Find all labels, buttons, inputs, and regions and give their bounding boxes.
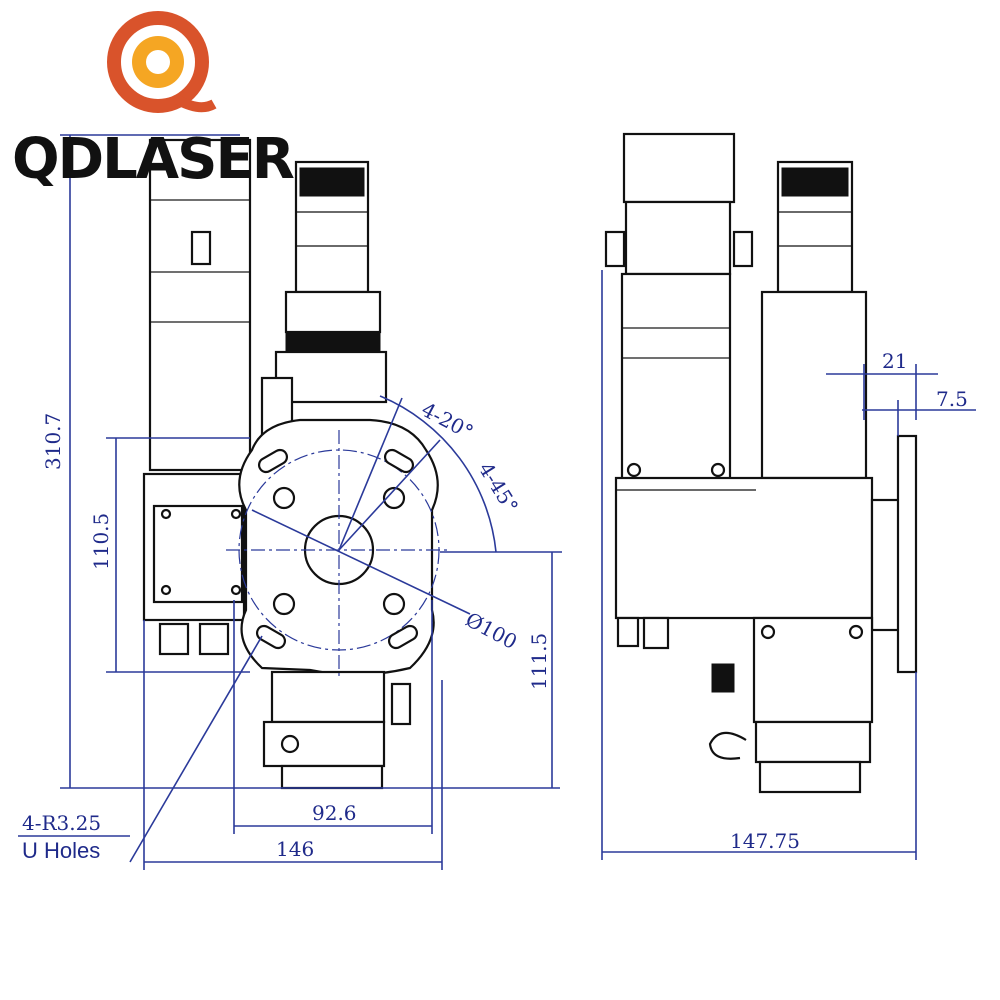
- dim-flange-width: 92.6: [312, 801, 357, 825]
- dim-offset-b: 7.5: [936, 387, 968, 411]
- dim-total-height: 310.7: [41, 413, 65, 470]
- knurled-adjuster: [274, 160, 388, 404]
- dim-height-upper: 110.5: [89, 513, 113, 570]
- sun-icon: [107, 11, 217, 113]
- dim-angle-b: 4-45°: [474, 458, 523, 517]
- left-view: [142, 138, 450, 790]
- dim-angle-a: 4-20°: [418, 397, 478, 444]
- dim-total-width-left: 146: [276, 837, 314, 861]
- brand-name: QDLASER: [12, 127, 295, 192]
- brand-logo: [107, 11, 217, 113]
- right-dimensions: 21 7.5 147.75: [601, 270, 976, 860]
- dim-offset-a: 21: [882, 349, 907, 373]
- dim-height-lower: 111.5: [527, 633, 551, 690]
- dim-flange-diameter: Ø100: [462, 607, 521, 654]
- holes-label: U Holes: [22, 838, 100, 863]
- dim-total-width-right: 147.75: [730, 829, 800, 853]
- right-view: [604, 132, 918, 794]
- dim-holes-spec: 4-R3.25: [22, 811, 101, 835]
